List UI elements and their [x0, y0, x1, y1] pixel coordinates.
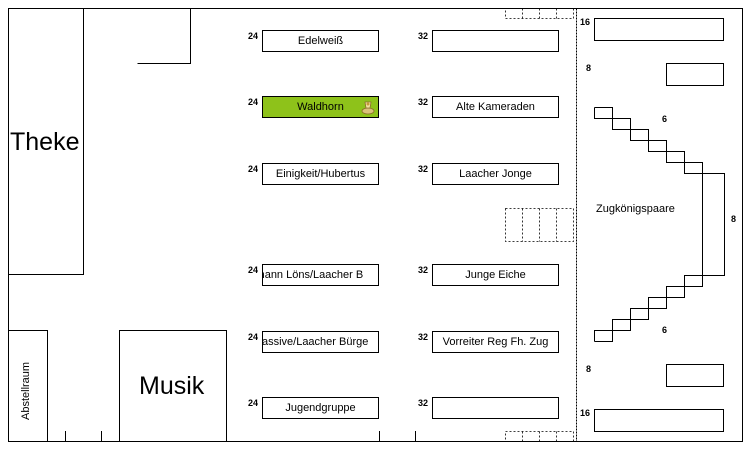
table-name: Alte Kameraden	[456, 101, 535, 113]
royal-table-upper-outer	[594, 107, 725, 174]
seat-count: 32	[418, 332, 429, 342]
table-right-1[interactable]	[432, 30, 559, 52]
seat-count: 6	[662, 325, 668, 335]
table-right-4[interactable]: Junge Eiche	[432, 264, 559, 286]
table-name: Jugendgruppe	[285, 402, 356, 414]
seat-count: 24	[248, 398, 259, 408]
outer-wall	[8, 8, 743, 442]
royal-table-side	[702, 173, 725, 276]
table-name: Waldhorn	[297, 101, 344, 113]
table-left-4[interactable]: Hermann Löns/Laacher B	[262, 264, 379, 286]
seat-count: 8	[586, 364, 592, 374]
table-name: Vorreiter Reg Fh. Zug	[442, 336, 549, 348]
table-name: Edelweiß	[297, 35, 344, 47]
table-left-2-highlighted[interactable]: Waldhorn	[262, 96, 379, 118]
seat-count: 24	[248, 31, 259, 41]
seat-count: 16	[580, 17, 591, 27]
trophy-icon	[361, 101, 375, 115]
table-top-short	[666, 63, 724, 86]
table-right-3[interactable]: Laacher Jonge	[432, 163, 559, 185]
seat-count: 32	[418, 97, 429, 107]
seat-count: 16	[580, 408, 591, 418]
seat-count: 32	[418, 398, 429, 408]
seat-count: 8	[731, 214, 737, 224]
table-name: Passive/Laacher Bürge	[262, 336, 369, 348]
storage-area	[8, 330, 48, 442]
table-name: Einigkeit/Hubertus	[275, 168, 366, 180]
seat-count: 32	[418, 164, 429, 174]
seat-count: 24	[248, 265, 259, 275]
music-stage	[119, 330, 227, 442]
table-right-2[interactable]: Alte Kameraden	[432, 96, 559, 118]
table-name: Hermann Löns/Laacher B	[263, 269, 364, 281]
royal-table-lower-outer	[594, 275, 725, 342]
table-bottom-short	[666, 364, 724, 387]
seat-count: 24	[248, 97, 259, 107]
table-name: Laacher Jonge	[459, 168, 532, 180]
table-left-5[interactable]: Passive/Laacher Bürge	[262, 331, 379, 353]
table-left-3[interactable]: Einigkeit/Hubertus	[262, 163, 379, 185]
table-bottom-long	[594, 409, 724, 432]
table-right-5[interactable]: Vorreiter Reg Fh. Zug	[432, 331, 559, 353]
seat-count: 8	[586, 63, 592, 73]
table-top-long	[594, 18, 724, 41]
inner-wall	[137, 8, 191, 64]
seat-count: 32	[418, 31, 429, 41]
seat-count: 32	[418, 265, 429, 275]
table-right-6[interactable]	[432, 397, 559, 419]
seat-count: 6	[662, 114, 668, 124]
royal-couples-label: Zugkönigspaare	[596, 203, 675, 215]
storage-label: Abstellraum	[20, 361, 32, 420]
seat-count: 24	[248, 164, 259, 174]
seat-count: 24	[248, 332, 259, 342]
table-left-6[interactable]: Jugendgruppe	[262, 397, 379, 419]
bar-area	[8, 8, 84, 275]
bar-label: Theke	[10, 128, 80, 156]
table-left-1[interactable]: Edelweiß	[262, 30, 379, 52]
music-label: Musik	[139, 372, 205, 400]
table-name: Junge Eiche	[465, 269, 526, 281]
